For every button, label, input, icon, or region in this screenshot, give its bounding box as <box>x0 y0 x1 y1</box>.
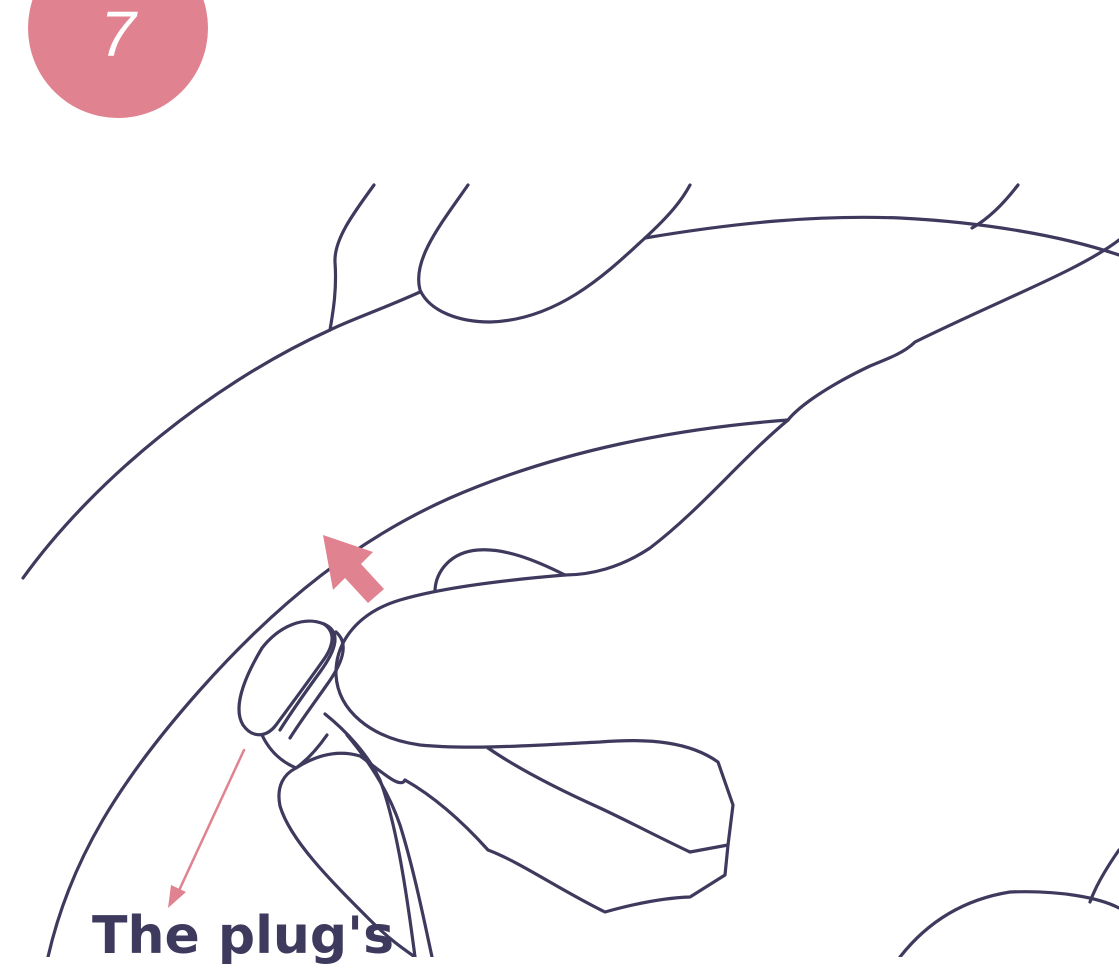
push-arrow-icon <box>323 535 384 603</box>
forearm-bottom <box>788 240 1119 420</box>
plug-cap <box>239 621 332 735</box>
forearm-top <box>645 217 1119 255</box>
inner-contour <box>48 420 788 957</box>
palm-outline <box>336 420 788 852</box>
finger-index <box>330 185 374 330</box>
finger-small <box>972 185 1018 228</box>
pointer-arrow-icon <box>168 750 244 908</box>
ear-lobe <box>900 892 1119 957</box>
upper-arm-edge <box>330 292 420 330</box>
caption: The plug's <box>92 902 394 970</box>
fingertip <box>435 550 565 590</box>
plug-stem <box>262 735 327 768</box>
ear-edge <box>1090 850 1119 902</box>
finger-middle <box>419 185 690 322</box>
palm-crease <box>488 748 690 852</box>
outer-contour <box>23 330 330 578</box>
